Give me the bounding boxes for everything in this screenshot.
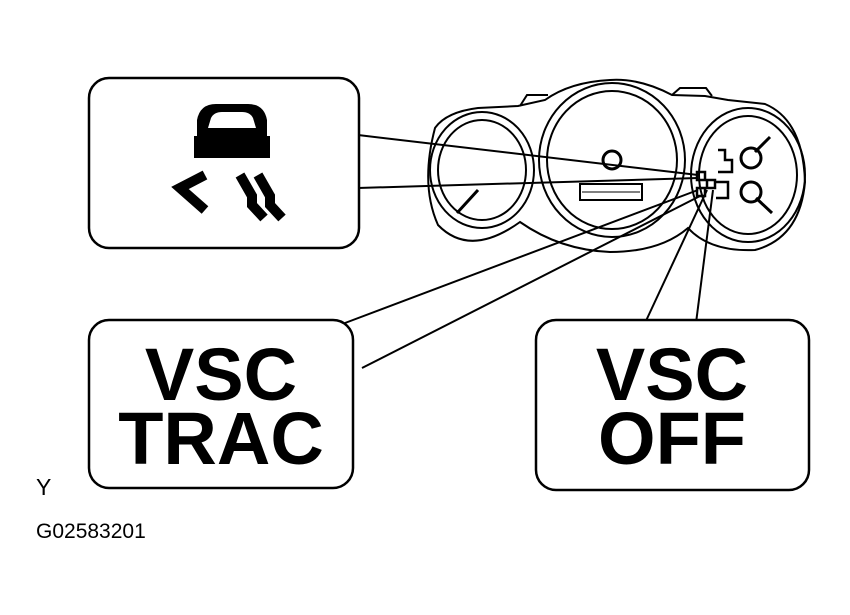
- callout-vsc-trac: VSC TRAC: [87, 318, 355, 490]
- leader-slip-upper: [357, 134, 699, 176]
- indicator-lamp-vsc-off: [705, 178, 717, 190]
- temp-gauge-needle: [754, 196, 774, 215]
- skid-mark-right: [253, 172, 286, 222]
- leader-vsc-trac-right: [361, 195, 701, 369]
- fuel-gauge-hub: [739, 146, 763, 170]
- skid-mark-left: [171, 170, 209, 214]
- callout-slip-box: [87, 76, 361, 250]
- leader-lines: [344, 134, 714, 369]
- skid-mark-right-inner: [235, 172, 268, 222]
- cluster-top-bump-left: [519, 94, 548, 107]
- leader-vsc-off-left: [644, 189, 708, 324]
- indicator-bracket-upper: [718, 148, 734, 174]
- indicator-bracket-lower: [716, 180, 730, 200]
- vsc-off-label-line2: OFF: [598, 397, 746, 480]
- leader-vsc-off-right: [695, 189, 714, 324]
- vsc-trac-label-line2: TRAC: [118, 397, 324, 480]
- vsc-off-label-line1: VSC: [596, 333, 748, 416]
- leader-slip-lower: [357, 177, 699, 189]
- callout-vsc-trac-box: [87, 318, 355, 490]
- callout-slip-indicator: [87, 76, 361, 250]
- speedometer-ring: [538, 82, 686, 238]
- callout-vsc-off: VSC OFF: [534, 318, 811, 492]
- leader-vsc-trac-left: [344, 189, 699, 324]
- speedometer-face: [546, 90, 678, 230]
- instrument-cluster: [427, 78, 807, 254]
- left-gauge-face: [437, 119, 527, 221]
- corner-letter: Y: [36, 474, 51, 500]
- speedometer-hub: [601, 149, 623, 171]
- cluster-top-bump-right: [671, 87, 713, 97]
- temp-gauge-hub: [739, 180, 763, 204]
- left-gauge-ring: [429, 111, 535, 229]
- cluster-housing: [427, 78, 807, 254]
- vsc-trac-label-line1: VSC: [145, 333, 297, 416]
- left-gauge-needle: [455, 188, 480, 215]
- skid-car-icon: [171, 104, 286, 222]
- indicator-lamp-slip: [695, 170, 707, 182]
- car-bumper-shape: [194, 136, 270, 158]
- figure-code: G02583201: [36, 520, 146, 543]
- odometer-display: [579, 183, 643, 201]
- fuel-gauge-needle: [753, 135, 772, 154]
- car-window-shape: [208, 112, 256, 128]
- callout-vsc-off-box: [534, 318, 811, 492]
- right-gauge-face: [698, 115, 798, 235]
